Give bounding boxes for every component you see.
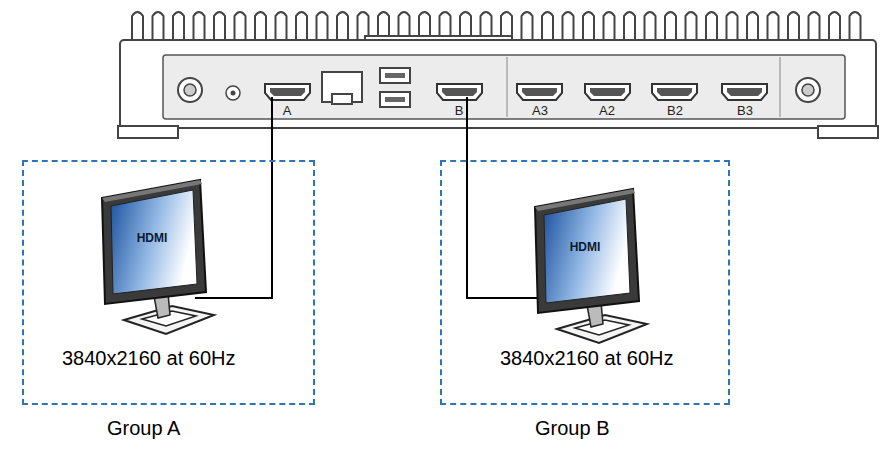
- hdmi-port: [585, 84, 630, 100]
- hdmi-port: [442, 88, 477, 96]
- resolution-text: 3840x2160 at 60Hz: [62, 347, 235, 370]
- heat-fin: [120, 12, 876, 42]
- monitor-outline: [527, 187, 657, 347]
- group-heading: Group B: [535, 417, 609, 440]
- screen-label: HDMI: [570, 240, 601, 254]
- dc-jack: [226, 86, 240, 100]
- group-heading: Group A: [107, 417, 180, 440]
- usb-port: [380, 92, 410, 107]
- hdmi-port: [722, 84, 767, 100]
- hdmi-cable: [195, 97, 272, 298]
- front-panel: [163, 55, 845, 119]
- heat-fins: [120, 12, 876, 42]
- monitor: HDMI: [527, 187, 657, 347]
- resolution-text: 3840x2160 at 60Hz: [500, 347, 673, 370]
- port-label: A3: [532, 103, 548, 118]
- port-label: A2: [599, 103, 615, 118]
- panel-divider: [507, 57, 508, 117]
- monitor: HDMI: [94, 178, 224, 338]
- hdmi-port: [652, 84, 697, 100]
- group-box: 3840x2160 at 60HzGroup AHDMI: [22, 160, 315, 405]
- port-label: B2: [667, 103, 683, 118]
- port-label: B: [455, 103, 464, 118]
- port-label: A: [283, 103, 292, 118]
- hdmi-port: [270, 88, 305, 96]
- port-label: B3: [737, 103, 753, 118]
- hdmi-port: [522, 88, 557, 96]
- antenna-connector: [184, 84, 196, 96]
- usb-port: [385, 97, 405, 102]
- rj45-port: [332, 94, 352, 104]
- group-box: 3840x2160 at 60HzGroup BHDMI: [440, 160, 730, 405]
- antenna-connector: [178, 78, 202, 102]
- monitor-outline: [94, 178, 224, 338]
- foot: [818, 126, 878, 138]
- hdmi-port: [590, 88, 625, 96]
- dc-jack: [231, 91, 236, 96]
- usb-port: [380, 68, 410, 83]
- usb-port: [385, 73, 405, 78]
- panel-divider: [780, 57, 781, 117]
- screen-label: HDMI: [137, 231, 168, 245]
- hdmi-port: [727, 88, 762, 96]
- hdmi-port: [437, 84, 482, 100]
- antenna-connector: [796, 78, 820, 102]
- hdmi-port: [517, 84, 562, 100]
- hdmi-port: [657, 88, 692, 96]
- antenna-connector: [802, 84, 814, 96]
- hdmi-ports: [265, 84, 767, 100]
- chassis: [120, 40, 876, 128]
- foot: [118, 126, 178, 138]
